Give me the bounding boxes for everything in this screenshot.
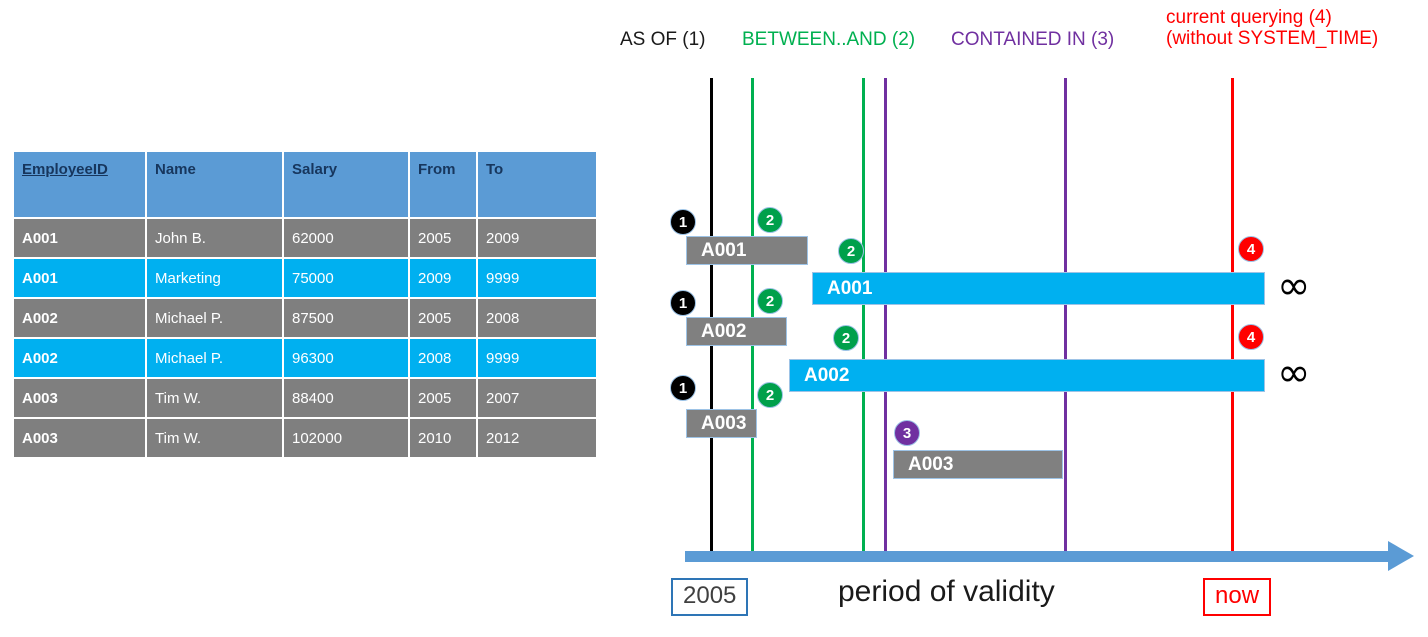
cell-name: John B. <box>147 219 282 257</box>
cell-salary: 75000 <box>284 259 408 297</box>
column-header-from[interactable]: From <box>410 152 476 217</box>
cell-from: 2010 <box>410 419 476 457</box>
marker-2-a003[interactable]: 2 <box>757 382 783 408</box>
query-line-between-end <box>862 78 865 560</box>
legend-current-querying: current querying (4) (without SYSTEM_TIM… <box>1166 7 1379 49</box>
employee-table: EmployeeID Name Salary From To A001 John… <box>12 150 598 459</box>
cell-employeeid: A003 <box>14 379 145 417</box>
legend-between-and: BETWEEN..AND (2) <box>742 29 916 50</box>
cell-to: 9999 <box>478 259 596 297</box>
axis-now-label: now <box>1203 578 1272 616</box>
bar-a001-historic[interactable]: A001 <box>686 236 808 265</box>
table-row[interactable]: A002 Michael P. 96300 2008 9999 <box>14 339 596 377</box>
column-header-name-label: Name <box>155 161 196 178</box>
table-row[interactable]: A001 John B. 62000 2005 2009 <box>14 219 596 257</box>
bar-a002-historic[interactable]: A002 <box>686 317 787 346</box>
cell-salary: 102000 <box>284 419 408 457</box>
marker-4-a001[interactable]: 4 <box>1238 236 1264 262</box>
cell-to: 2008 <box>478 299 596 337</box>
cell-name: Marketing <box>147 259 282 297</box>
cell-from: 2008 <box>410 339 476 377</box>
column-header-employeeid-label: EmployeeID <box>22 161 108 178</box>
column-header-salary-label: Salary <box>292 161 338 178</box>
marker-2-a002-start[interactable]: 2 <box>757 288 783 314</box>
query-line-now <box>1231 78 1234 560</box>
column-header-from-label: From <box>418 161 456 178</box>
legend-contained-in: CONTAINED IN (3) <box>951 29 1115 50</box>
cell-to: 2012 <box>478 419 596 457</box>
cell-name: Michael P. <box>147 339 282 377</box>
marker-2-a001-end[interactable]: 2 <box>838 238 864 264</box>
cell-from: 2009 <box>410 259 476 297</box>
cell-employeeid: A003 <box>14 419 145 457</box>
cell-employeeid: A002 <box>14 299 145 337</box>
cell-name: Tim W. <box>147 419 282 457</box>
cell-to: 2009 <box>478 219 596 257</box>
marker-4-a002[interactable]: 4 <box>1238 324 1264 350</box>
infinity-icon-a002: ∞ <box>1277 350 1311 396</box>
marker-1-a002[interactable]: 1 <box>670 290 696 316</box>
table-header-row: EmployeeID Name Salary From To <box>14 152 596 217</box>
column-header-employeeid[interactable]: EmployeeID <box>14 152 145 217</box>
query-line-contained-end <box>1064 78 1067 560</box>
column-header-to[interactable]: To <box>478 152 596 217</box>
axis-start-label: 2005 <box>671 578 749 616</box>
cell-employeeid: A002 <box>14 339 145 377</box>
bar-a003-second[interactable]: A003 <box>893 450 1063 479</box>
cell-to: 2007 <box>478 379 596 417</box>
table-row[interactable]: A002 Michael P. 87500 2005 2008 <box>14 299 596 337</box>
query-line-contained-start <box>884 78 887 560</box>
cell-salary: 62000 <box>284 219 408 257</box>
cell-salary: 88400 <box>284 379 408 417</box>
cell-from: 2005 <box>410 219 476 257</box>
bar-a002-current[interactable]: A002 <box>789 359 1265 392</box>
cell-salary: 96300 <box>284 339 408 377</box>
legend-current-line1: current querying (4) <box>1166 7 1332 28</box>
legend-current-line2: (without SYSTEM_TIME) <box>1166 27 1379 49</box>
table-row[interactable]: A001 Marketing 75000 2009 9999 <box>14 259 596 297</box>
marker-1-a003[interactable]: 1 <box>670 375 696 401</box>
table-row[interactable]: A003 Tim W. 102000 2010 2012 <box>14 419 596 457</box>
cell-name: Tim W. <box>147 379 282 417</box>
cell-to: 9999 <box>478 339 596 377</box>
axis-caption: period of validity <box>838 575 1055 608</box>
marker-2-a002-end[interactable]: 2 <box>833 325 859 351</box>
bar-a003-historic[interactable]: A003 <box>686 409 757 438</box>
legend-as-of: AS OF (1) <box>620 29 706 50</box>
infinity-icon-a001: ∞ <box>1277 263 1311 309</box>
marker-3-a003[interactable]: 3 <box>894 420 920 446</box>
table-row[interactable]: A003 Tim W. 88400 2005 2007 <box>14 379 596 417</box>
column-header-to-label: To <box>486 161 504 178</box>
cell-employeeid: A001 <box>14 259 145 297</box>
marker-1-a001[interactable]: 1 <box>670 209 696 235</box>
timeline-axis <box>685 551 1395 562</box>
arrow-right-icon <box>1388 541 1414 571</box>
cell-name: Michael P. <box>147 299 282 337</box>
cell-salary: 87500 <box>284 299 408 337</box>
cell-from: 2005 <box>410 299 476 337</box>
marker-2-a001-start[interactable]: 2 <box>757 207 783 233</box>
cell-employeeid: A001 <box>14 219 145 257</box>
column-header-salary[interactable]: Salary <box>284 152 408 217</box>
cell-from: 2005 <box>410 379 476 417</box>
column-header-name[interactable]: Name <box>147 152 282 217</box>
bar-a001-current[interactable]: A001 <box>812 272 1265 305</box>
